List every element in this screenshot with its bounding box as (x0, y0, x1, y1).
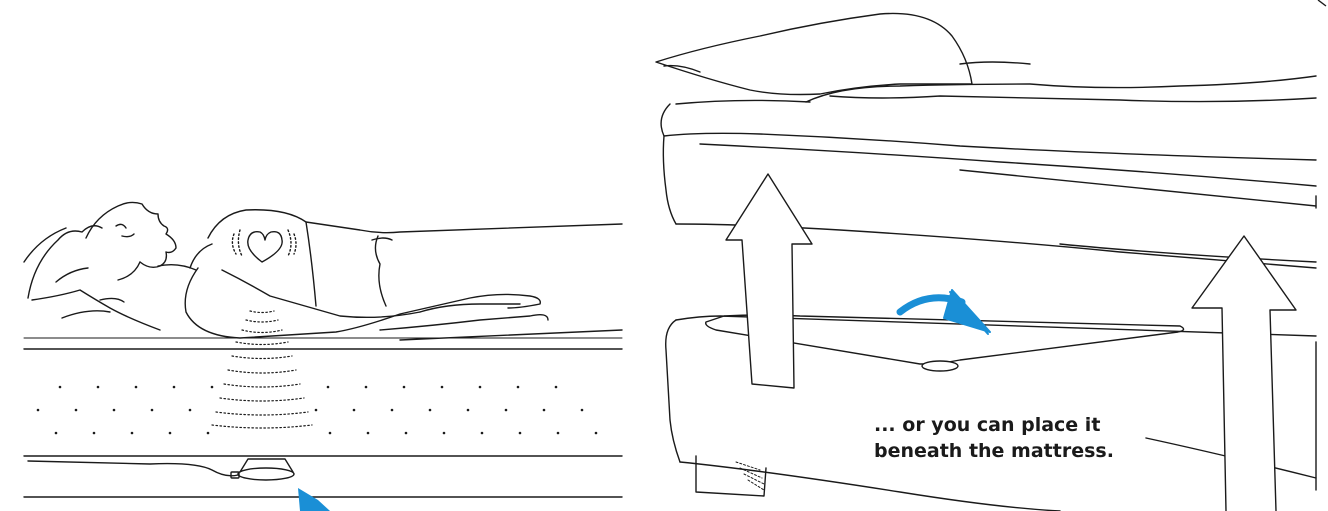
heart-icon (248, 232, 282, 262)
pointer-arrow-icon (298, 488, 330, 511)
caption-line-1: ... or you can place it (874, 412, 1194, 438)
mattress-top (661, 104, 1316, 160)
caption: ... or you can place it beneath the matt… (874, 412, 1194, 464)
pillow (656, 13, 972, 94)
bed-leg (696, 456, 766, 496)
curved-arrow-icon (900, 290, 990, 334)
arrow-up-icon (726, 174, 812, 388)
caption-line-2: beneath the mattress. (874, 438, 1194, 464)
left-panel (24, 202, 622, 511)
mattress-foam-dots (37, 386, 598, 435)
sensor-device (922, 361, 958, 371)
signal-waves (212, 311, 312, 428)
person-lying (24, 202, 622, 340)
sensor-icon (28, 459, 294, 480)
bed-base (666, 320, 680, 462)
corner-mark (1318, 0, 1326, 6)
